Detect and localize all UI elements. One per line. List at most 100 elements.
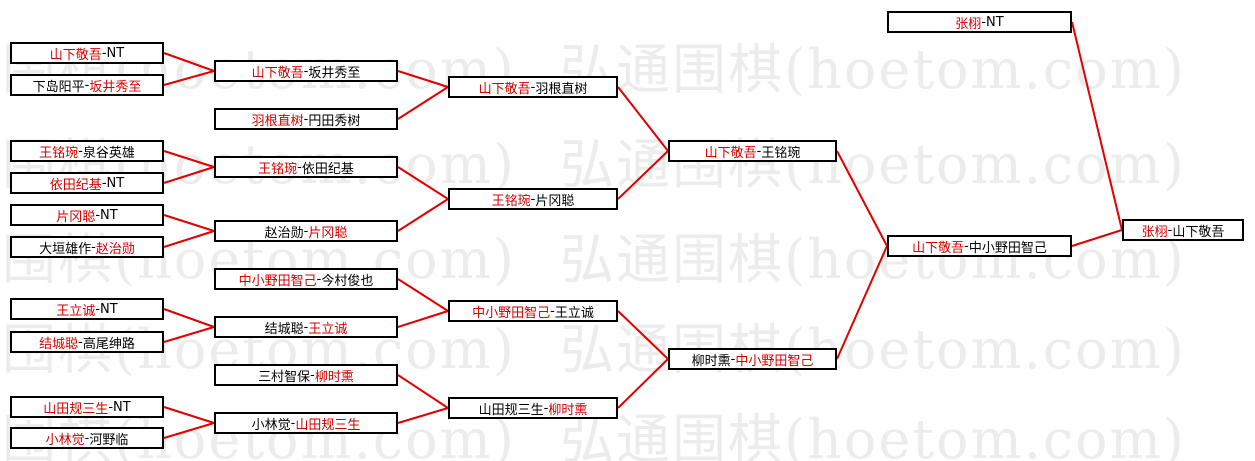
player-name: 大垣雄作 <box>39 241 92 257</box>
bracket-connector <box>163 326 215 343</box>
match-box: 中小野田智己-王立诚 <box>448 300 618 322</box>
match-box: 小林觉-山田规三生 <box>214 412 398 434</box>
match-separator: - <box>303 223 309 239</box>
bracket-connector <box>1071 229 1123 247</box>
player-name: 依田纪基 <box>301 161 354 177</box>
player-name: 张栩 <box>1141 224 1168 240</box>
player-name: 羽根直树 <box>535 81 588 97</box>
player-name: 张栩 <box>955 16 982 32</box>
player-name: 片冈聪 <box>535 193 575 209</box>
match-box: 王铭琬-片冈聪 <box>448 188 618 210</box>
match-box: 山下敬吾-坂井秀至 <box>214 60 398 82</box>
match-box: 山田规三生-柳时熏 <box>448 397 618 419</box>
bracket-connector <box>163 70 215 86</box>
match-separator: - <box>297 159 302 175</box>
match-separator: - <box>84 430 90 446</box>
bracket-connector <box>836 245 888 360</box>
match-separator: - <box>550 303 555 319</box>
player-name: 山下敬吾 <box>49 47 102 63</box>
player-name: 柳时熏 <box>691 353 731 369</box>
match-separator: - <box>78 334 83 350</box>
player-name: 结城聪 <box>39 336 79 352</box>
watermark-text: 弘通围棋(hoetom.com) <box>560 133 1186 196</box>
player-name: 山下敬吾 <box>704 145 757 161</box>
player-name: NT <box>986 14 1004 30</box>
player-name: NT <box>106 45 125 61</box>
player-name: 山下敬吾 <box>912 240 965 256</box>
player-name: 泉谷英雄 <box>82 145 135 161</box>
bracket-connector <box>617 358 669 409</box>
match-separator: - <box>543 400 549 416</box>
match-box: 中小野田智己-今村俊也 <box>214 268 398 290</box>
watermark-text: 弘通围棋(hoetom.com) <box>560 408 1186 461</box>
match-box: 结城聪-王立诚 <box>214 316 398 338</box>
player-name: 高尾绅路 <box>82 336 135 352</box>
bracket-connector <box>163 150 215 168</box>
player-name: 中小野田智己 <box>472 305 551 321</box>
bracket-connector <box>1071 21 1123 231</box>
player-name: 王立诚 <box>56 303 96 319</box>
watermark-text: 弘通围棋(hoetom.com) <box>560 38 1186 101</box>
player-name: NT <box>100 207 118 223</box>
player-name: 山田规三生 <box>295 417 361 433</box>
match-box: 张栩-NT <box>887 11 1072 33</box>
match-box: 柳时熏-中小野田智己 <box>668 348 837 370</box>
match-separator: - <box>303 63 309 79</box>
player-name: 円田秀树 <box>308 113 361 129</box>
match-box: 大垣雄作-赵治勋 <box>10 236 164 258</box>
match-separator: - <box>78 143 83 159</box>
match-separator: - <box>1167 222 1173 238</box>
match-separator: - <box>95 301 101 317</box>
match-box: 下岛阳平-坂井秀至 <box>10 74 164 96</box>
player-name: 柳时熏 <box>548 402 588 418</box>
match-box: 片冈聪-NT <box>10 204 164 226</box>
player-name: 今村俊也 <box>321 273 374 289</box>
player-name: 王铭琬 <box>258 161 298 177</box>
bracket-connector <box>163 230 215 248</box>
bracket-connector <box>163 422 215 439</box>
match-box: 结城聪-高尾绅路 <box>10 331 164 353</box>
bracket-connector <box>397 166 449 200</box>
player-name: 王立诚 <box>554 305 594 321</box>
player-name: 中小野田智己 <box>968 240 1047 256</box>
match-box: 小林觉-河野临 <box>10 427 164 449</box>
player-name: NT <box>113 399 131 415</box>
player-name: 山下敬吾 <box>1172 224 1225 240</box>
bracket-connector <box>397 198 449 232</box>
match-box: 山下敬吾-中小野田智己 <box>887 235 1072 257</box>
player-name: 依田纪基 <box>49 177 102 193</box>
match-separator: - <box>84 77 90 93</box>
match-box: 山田规三生-NT <box>10 396 164 418</box>
match-separator: - <box>101 45 107 61</box>
match-separator: - <box>91 239 96 255</box>
match-separator: - <box>310 367 315 383</box>
player-name: 山田规三生 <box>43 401 109 417</box>
match-separator: - <box>964 238 969 254</box>
bracket-connector <box>397 86 449 120</box>
match-box: 王立诚-NT <box>10 298 164 320</box>
match-separator: - <box>530 191 536 207</box>
match-box: 赵治勋-片冈聪 <box>214 220 398 242</box>
player-name: NT <box>100 301 118 317</box>
bracket-connector <box>617 310 669 360</box>
match-box: 依田纪基-NT <box>10 172 164 194</box>
match-box: 山下敬吾-王铭琬 <box>668 140 837 162</box>
watermark-text: 弘通围棋(hoetom.com) <box>560 318 1186 381</box>
player-name: 坂井秀至 <box>308 65 361 81</box>
player-name: 河野临 <box>89 432 129 448</box>
bracket-connector <box>163 308 215 328</box>
player-name: 片冈聪 <box>308 225 348 241</box>
bracket-connector <box>163 52 215 72</box>
match-separator: - <box>756 143 762 159</box>
bracket-connector <box>836 150 888 247</box>
player-name: 小林觉 <box>45 432 85 448</box>
bracket-connector <box>397 310 449 328</box>
player-name: 王立诚 <box>308 321 348 337</box>
match-box: 张栩-山下敬吾 <box>1122 219 1244 241</box>
match-separator: - <box>316 271 322 287</box>
bracket-connector <box>163 406 215 424</box>
player-name: 王铭琬 <box>491 193 531 209</box>
player-name: 山田规三生 <box>478 402 544 418</box>
